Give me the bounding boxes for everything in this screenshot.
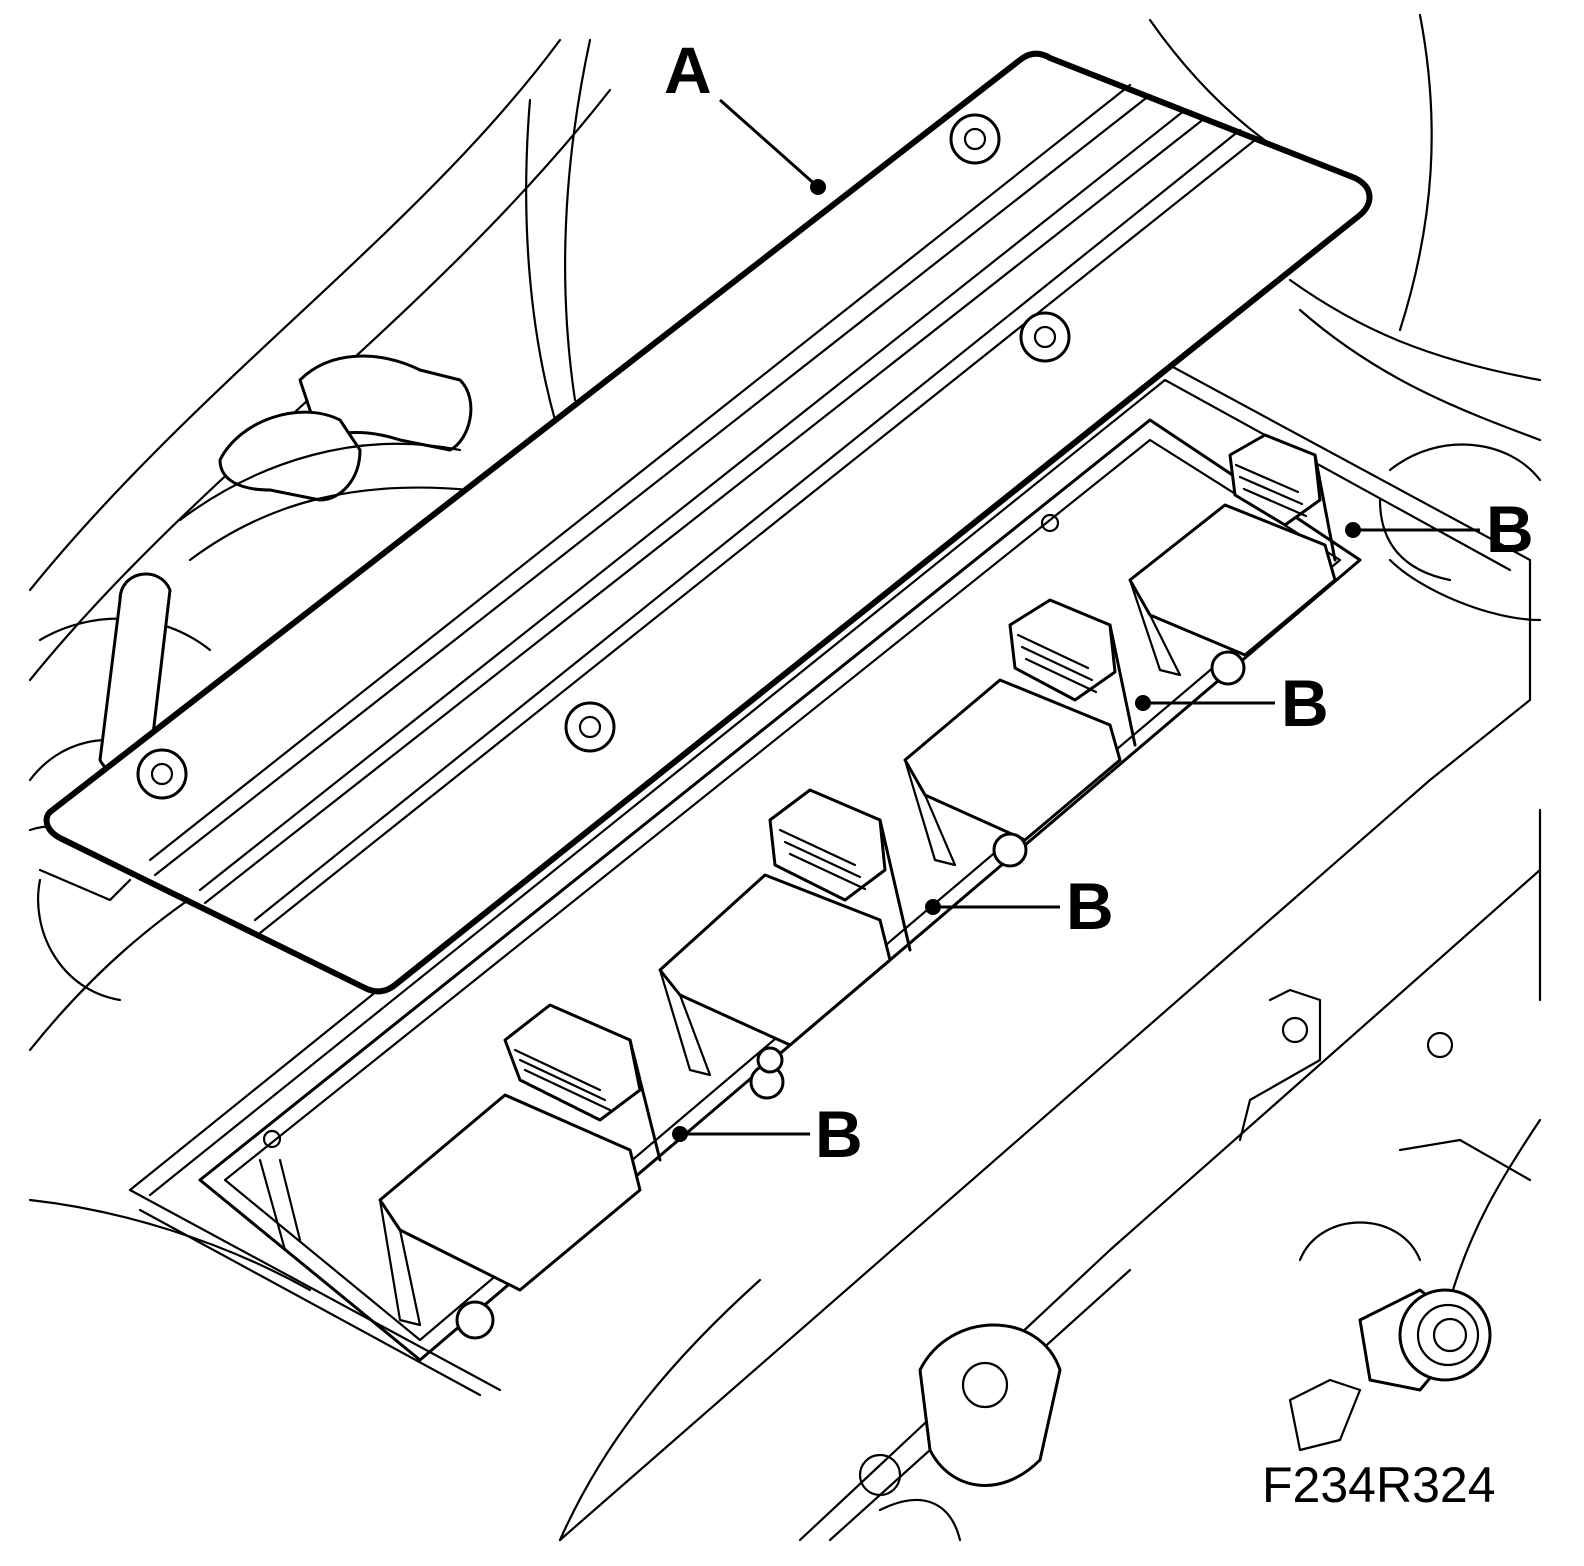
callout-a: A (664, 33, 712, 107)
figure-id: F234R324 (1262, 1457, 1496, 1513)
cover-screws (136, 113, 1071, 800)
ignition-cartridge-cover (43, 50, 1373, 995)
ignition-coil-1 (378, 1003, 662, 1340)
callout-b-2: B (1281, 666, 1329, 740)
ignition-coils (378, 433, 1337, 1340)
oil-filler-area (1378, 443, 1542, 622)
ignition-coil-2 (658, 788, 912, 1100)
callout-b-4: B (815, 1097, 863, 1171)
front-housing (858, 988, 1532, 1542)
sensor-connector (1288, 1288, 1492, 1452)
callout-b-3: B (1066, 869, 1114, 943)
spark-plug-well (198, 418, 1362, 1362)
ignition-coil-4 (1128, 433, 1337, 686)
ignition-coil-3 (903, 598, 1137, 868)
hoses (28, 354, 473, 902)
callout-b-1: B (1486, 492, 1534, 566)
callout-leaders (672, 98, 1480, 1142)
